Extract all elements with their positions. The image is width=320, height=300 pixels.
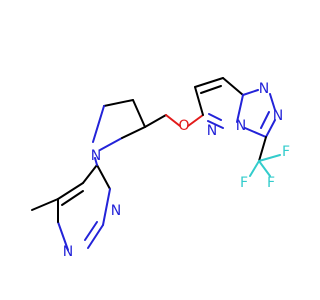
- bond-pyrimidine-c2-n3: [87, 224, 104, 249]
- atom-label-n-pyrrolidine: N: [91, 148, 101, 164]
- bond-pyrimidine-n3-c4: [57, 221, 69, 251]
- bond-triazole-n2-c3: [265, 119, 276, 138]
- bond-o-pyridazine: [187, 114, 204, 127]
- bond-methyl: [31, 198, 59, 211]
- bond-pyridazine-c3a-n: [236, 94, 244, 123]
- bond-pyrrolidine-c2-c3: [121, 126, 146, 139]
- bond-pyrimidine-c4-c5: [57, 182, 84, 200]
- bond-pyridazine-c6-c5: [194, 86, 204, 116]
- bond-triazole-c8a-n1: [242, 89, 259, 96]
- bond-triazole-n2-c3-inner: [260, 111, 270, 129]
- bonds: [31, 77, 281, 251]
- bond-cf3-f1: [249, 160, 260, 177]
- bond-pyrimidine-n3-c2-inner: [84, 221, 98, 241]
- atom-label-n-pyridazine: N: [207, 123, 217, 139]
- atom-label-n-pyrimidine-1: N: [111, 203, 121, 219]
- bond-pyrimidine-c6-c5: [82, 164, 98, 184]
- bond-pyrrolidine-c3-c4: [132, 99, 146, 128]
- bond-triazole-n1-n2: [269, 93, 276, 111]
- bond-pyridazine-n-c6-inner: [208, 113, 222, 121]
- bond-c3-ch2: [144, 114, 167, 128]
- atom-labels: N N N O N N N N F F F: [63, 81, 290, 260]
- bond-pyridazine-c5-c4-inner: [200, 85, 222, 94]
- bond-pyrimidine-n1-c2: [102, 188, 111, 226]
- atom-label-f-1: F: [240, 175, 248, 191]
- bond-pyrimidine-c6-n1: [96, 164, 111, 190]
- bond-pyrimidine-c5-c6-inner: [61, 190, 84, 206]
- atom-label-f-2: F: [267, 175, 275, 191]
- bond-pyridazine-n-n: [207, 120, 224, 129]
- bond-pyridazine-c4-c3a: [222, 77, 244, 96]
- bond-cf3-f2: [258, 160, 271, 177]
- bond-ch2-o: [165, 114, 181, 127]
- atom-label-n-bridge: N: [236, 118, 246, 134]
- atom-label-n-pyrimidine-2: N: [63, 244, 73, 260]
- bond-pyrrolidine-c4-c5: [103, 99, 134, 107]
- bond-c3-cf3: [258, 136, 267, 162]
- atom-label-n-triazole-2: N: [273, 108, 283, 124]
- molecule-structure-diagram: N N N O N N N N F F F: [31, 77, 290, 260]
- bond-triazole-c3-n4: [244, 127, 267, 138]
- bond-pyridazine-c5-c4: [194, 77, 224, 88]
- atom-label-o-ether: O: [178, 118, 189, 134]
- bond-cf3-f3: [258, 154, 281, 162]
- bond-pyrrolidine-n-c2: [99, 137, 123, 151]
- atom-label-n-triazole-1: N: [259, 81, 269, 97]
- bond-pyrrolidine-c5-n: [92, 105, 105, 143]
- bond-pyrimidine-to-pyrrolidine: [94, 157, 98, 166]
- atom-label-f-3: F: [282, 144, 290, 160]
